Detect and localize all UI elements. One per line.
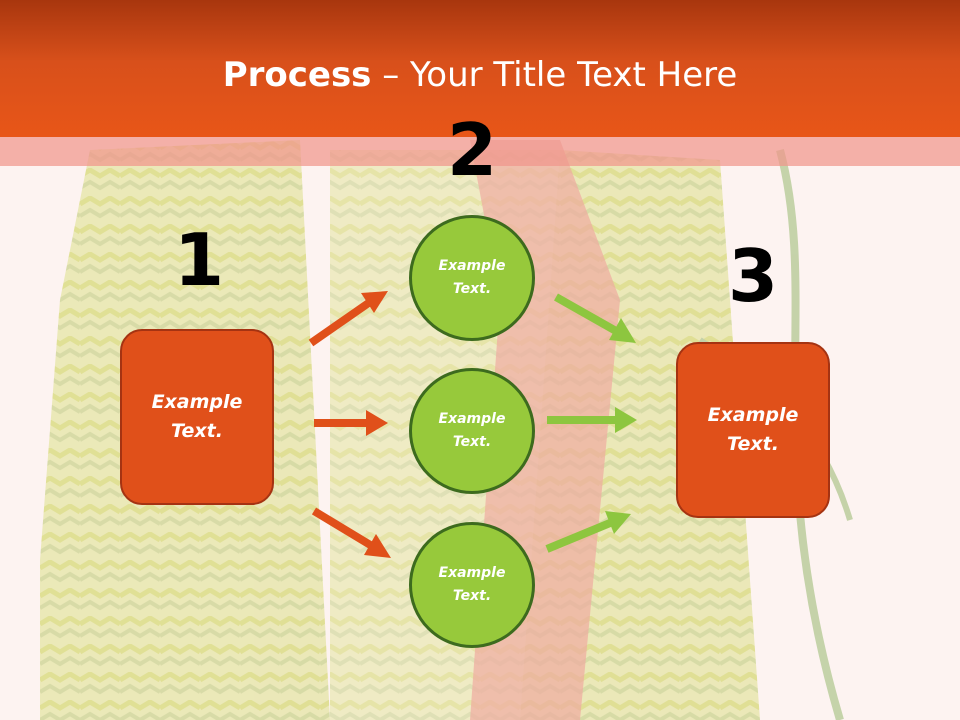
arrow-left-to-middle (314, 410, 388, 436)
circle-top-label: Example Text. (438, 258, 506, 297)
circle-middle: Example Text. (409, 368, 535, 494)
arrow-middle-to-right (547, 407, 637, 433)
arrow-top-to-right (554, 293, 636, 343)
circle-bottom-label: Example Text. (438, 565, 506, 604)
right-step-box: Example Text. (676, 342, 830, 518)
title-rest: – Your Title Text Here (371, 55, 738, 95)
arrow-left-to-bottom (311, 507, 391, 558)
step-number-1: 1 (173, 218, 225, 302)
slide-title: Process – Your Title Text Here (0, 52, 960, 98)
step-number-3: 3 (727, 234, 779, 318)
right-step-label: Example Text. (707, 404, 799, 455)
arrow-left-to-top (308, 291, 388, 347)
left-step-box: Example Text. (120, 329, 274, 505)
step-number-2: 2 (446, 108, 498, 192)
title-bold: Process (222, 55, 372, 95)
circle-top: Example Text. (409, 215, 535, 341)
left-step-label: Example Text. (151, 391, 243, 442)
circle-bottom: Example Text. (409, 522, 535, 648)
title-band (0, 137, 960, 166)
title-bar (0, 0, 960, 137)
arrow-bottom-to-right (545, 511, 631, 553)
circle-middle-label: Example Text. (438, 411, 506, 450)
